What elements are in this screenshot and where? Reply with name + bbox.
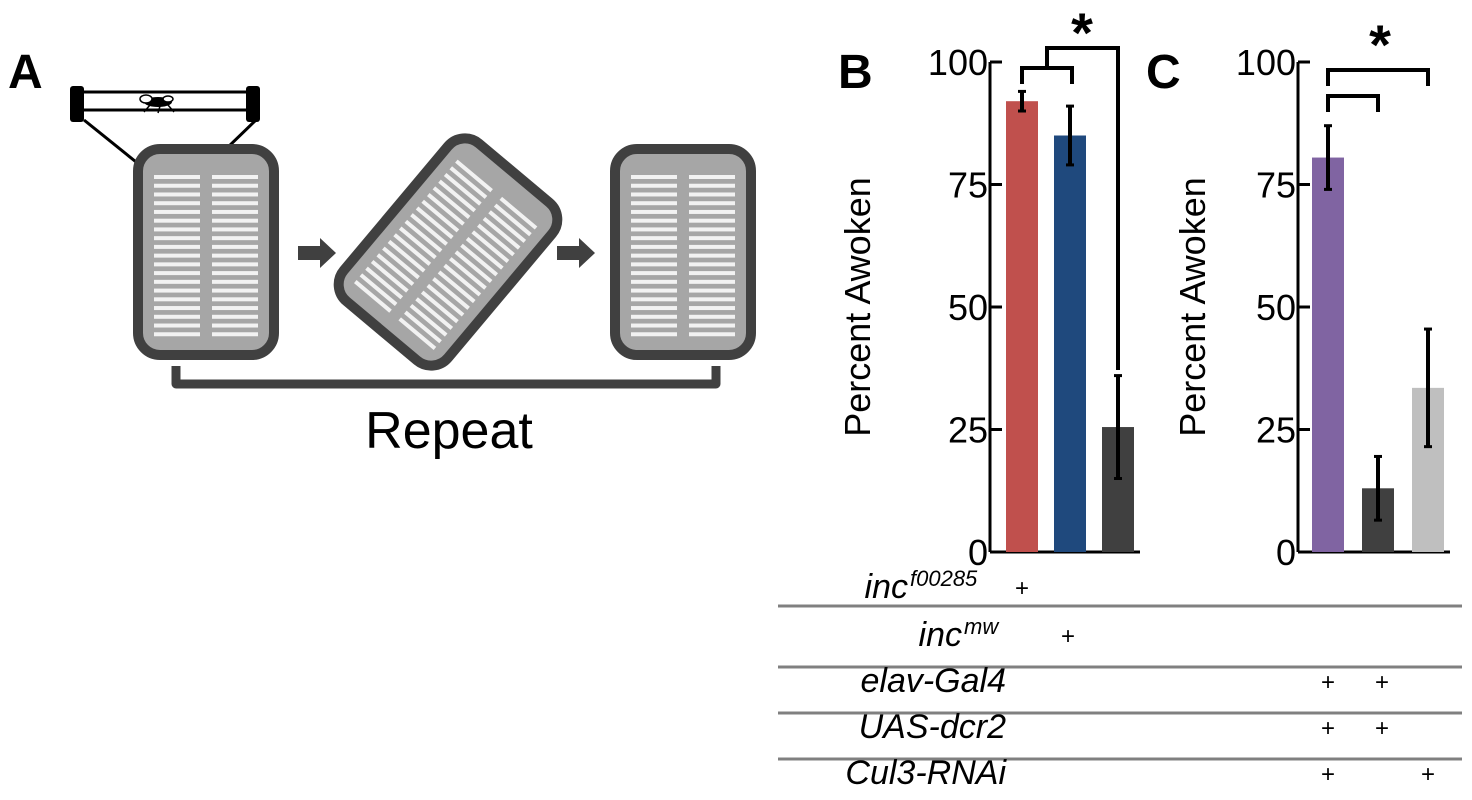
- chart-c-significance-star: *: [1369, 13, 1391, 76]
- panel-c-letter: C: [1146, 46, 1181, 99]
- genotype-plus-mark: +: [1375, 669, 1389, 696]
- tube-icon: [70, 86, 260, 180]
- chart-b-tick-label: 0: [968, 532, 988, 573]
- chart-b-ylabel: Percent Awoken: [837, 177, 878, 437]
- panel-a-letter: A: [8, 46, 43, 99]
- chart-c-tick-label: 25: [1256, 410, 1296, 451]
- chart-c-tick-label: 50: [1256, 287, 1296, 328]
- chart-c-tick-label: 100: [1236, 42, 1296, 83]
- genotype-row-label: inc: [919, 616, 962, 654]
- tray-tilted-middle: [333, 133, 563, 371]
- genotype-row-label: inc: [865, 568, 908, 606]
- chart-b-significance-bracket-inner: [1020, 66, 1074, 84]
- chart-b-tick-label: 100: [928, 42, 988, 83]
- genotype-row-superscript: f00285: [910, 566, 978, 591]
- repeat-label: Repeat: [365, 402, 533, 460]
- repeat-bracket: [171, 366, 721, 389]
- chart-b-tick-label: 75: [948, 165, 988, 206]
- genotype-plus-mark: +: [1375, 715, 1389, 742]
- chart-b-significance-bracket-outer: [1045, 46, 1120, 370]
- chart-b-tick-label: 50: [948, 287, 988, 328]
- genotype-row-label: Cul3-RNAi: [845, 754, 1007, 792]
- chart-c-significance-bracket-outer: [1326, 68, 1430, 86]
- arrow-right-icon: [557, 238, 595, 268]
- chart-c-ylabel: Percent Awoken: [1172, 177, 1213, 437]
- panel-b-letter: B: [838, 46, 873, 99]
- genotype-row-superscript: mw: [964, 614, 1000, 639]
- genotype-plus-mark: +: [1321, 669, 1335, 696]
- chart-b-tick-label: 25: [948, 410, 988, 451]
- genotype-plus-mark: +: [1321, 715, 1335, 742]
- chart-c-bar: [1312, 157, 1344, 553]
- tray-upright-left: [133, 144, 279, 360]
- genotype-row-label: elav-Gal4: [860, 662, 1006, 700]
- tray-upright-right: [610, 144, 756, 360]
- chart-c-significance-bracket-inner: [1326, 94, 1380, 112]
- chart-b-bar: [1006, 101, 1038, 552]
- genotype-plus-mark: +: [1421, 761, 1435, 788]
- chart-b-bar: [1054, 135, 1086, 552]
- genotype-row-label: UAS-dcr2: [859, 708, 1006, 746]
- genotype-plus-mark: +: [1061, 623, 1075, 650]
- chart-c-tick-label: 0: [1276, 532, 1296, 573]
- chart-b-significance-star: *: [1071, 1, 1093, 64]
- fly-icon: [139, 94, 175, 114]
- genotype-plus-mark: +: [1321, 761, 1335, 788]
- genotype-plus-mark: +: [1015, 575, 1029, 602]
- chart-c-tick-label: 75: [1256, 165, 1296, 206]
- arrow-right-icon: [298, 238, 336, 268]
